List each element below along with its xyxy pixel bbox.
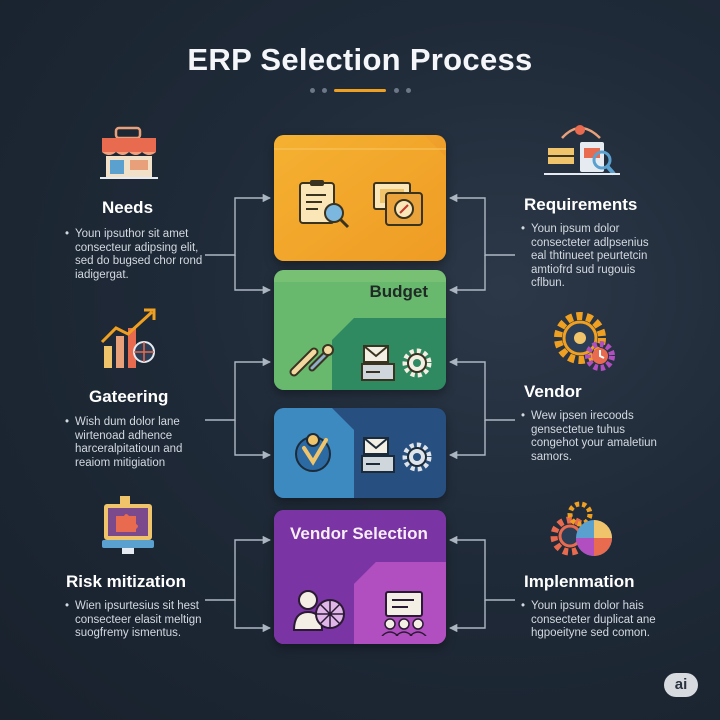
vendor-body: •Wew ipsen irecoods gensectetue tuhus co… bbox=[521, 410, 657, 463]
tools-icon bbox=[289, 344, 334, 377]
page-title: ERP Selection Process bbox=[187, 42, 533, 77]
gear-icon-2 bbox=[402, 442, 432, 472]
requirements-title: Requirements bbox=[524, 195, 638, 214]
needs-title: Needs bbox=[102, 198, 154, 217]
gear-icon bbox=[402, 348, 432, 378]
vendor-selection-label: Vendor Selection bbox=[290, 524, 428, 543]
clipboard-search-icon bbox=[299, 180, 350, 229]
step-card-orange bbox=[274, 135, 446, 261]
ai-badge: ai bbox=[664, 673, 698, 697]
vendor-selection-card: Vendor Selection bbox=[274, 510, 446, 644]
gateering-title: Gateering bbox=[89, 387, 169, 406]
risk-mitization-text: Wien ipsurtesius sit hest consecteer ela… bbox=[75, 600, 202, 639]
mail-server-icon-2 bbox=[361, 437, 395, 473]
implenmation-body: •Youn ipsum dolor hais consecteter dupli… bbox=[521, 600, 656, 639]
gateering-body: •Wish dum dolor lane wirtenoad adhence h… bbox=[65, 416, 183, 469]
puzzle-monitor-icon bbox=[102, 496, 154, 554]
requirements-text: Youn ipsum dolor consecteter adlpsenius … bbox=[531, 223, 649, 289]
growth-chart-icon bbox=[100, 308, 156, 368]
monitor-compass-icon bbox=[373, 182, 423, 226]
target-map-icon bbox=[295, 433, 331, 472]
implenmation-title: Implenmation bbox=[524, 572, 635, 591]
title-underline bbox=[310, 86, 411, 94]
needs-body: •Youn ipsuthor sit amet consecteur adips… bbox=[65, 228, 203, 281]
step-card-blue bbox=[274, 408, 446, 498]
risk-mitization-title: Risk mitization bbox=[66, 572, 186, 591]
needs-text: Youn ipsuthor sit amet consecteur adipsi… bbox=[75, 228, 203, 281]
presentation-team-icon bbox=[381, 591, 427, 636]
vendor-text: Wew ipsen irecoods gensectetue tuhus con… bbox=[531, 410, 657, 463]
implenmation-text: Youn ipsum dolor hais consecteter duplic… bbox=[531, 600, 656, 639]
requirements-body: •Youn ipsum dolor consecteter adlpsenius… bbox=[521, 223, 649, 289]
gear-clock-icon bbox=[554, 312, 615, 371]
gears-pie-icon bbox=[550, 501, 612, 556]
store-icon bbox=[100, 126, 158, 179]
requirements-tools-icon bbox=[544, 125, 620, 176]
vendor-title: Vendor bbox=[524, 382, 582, 401]
gateering-text: Wish dum dolor lane wirtenoad adhence ha… bbox=[75, 416, 183, 469]
budget-card: Budget bbox=[274, 270, 446, 390]
risk-mitization-body: •Wien ipsurtesius sit hest consecteer el… bbox=[65, 600, 202, 639]
mail-server-icon bbox=[361, 345, 395, 381]
user-wheel-icon bbox=[292, 590, 345, 631]
budget-label: Budget bbox=[369, 282, 428, 301]
